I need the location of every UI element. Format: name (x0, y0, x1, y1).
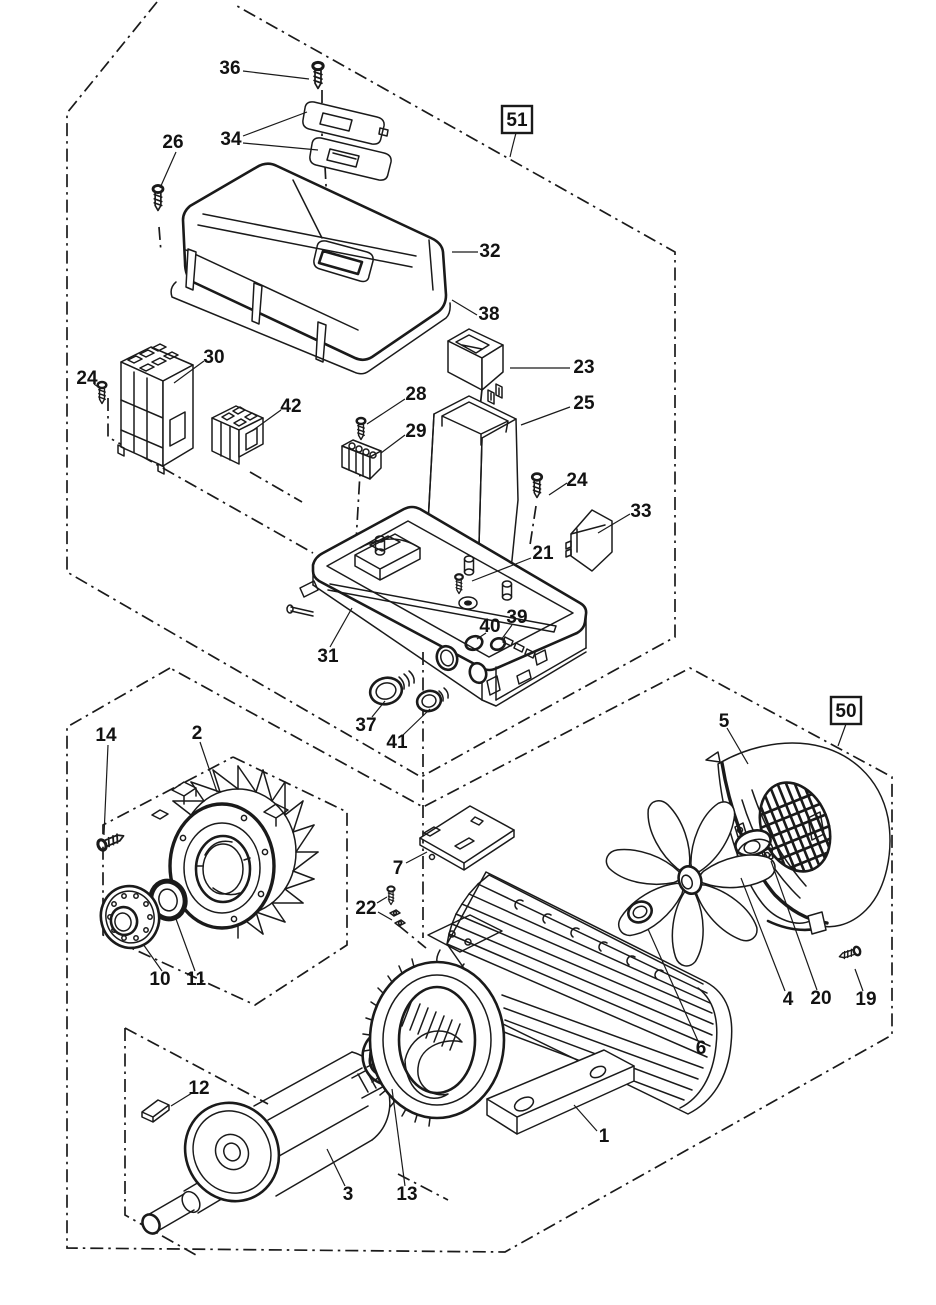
screw-nuts-22 (389, 909, 406, 927)
cable-gland-41 (415, 687, 449, 713)
part-label-26: 26 (162, 132, 183, 153)
part-label-2: 2 (192, 723, 203, 744)
part-label-13: 13 (396, 1184, 417, 1205)
contactor (117, 343, 194, 475)
part-label-11: 11 (186, 969, 207, 990)
side-panel (565, 509, 613, 572)
terminal-block (341, 439, 382, 480)
part-labels: 36 26 34 32 38 30 24 42 28 29 23 25 24 3… (76, 58, 876, 1205)
group-boundary-51 (66, 1, 676, 778)
part-label-38: 38 (478, 304, 499, 325)
part-label-14: 14 (95, 725, 117, 746)
vent-slots (514, 899, 664, 980)
part-label-5: 5 (719, 711, 730, 732)
part-label-36: 36 (219, 58, 240, 79)
motor-body (362, 871, 733, 1135)
part-label-6: 6 (696, 1038, 707, 1059)
part-label-28: 28 (405, 384, 426, 405)
group-boundary-50 (66, 667, 893, 1253)
screw-24-right (530, 472, 544, 499)
screw-14 (94, 829, 128, 854)
bearing-front (99, 884, 161, 950)
hole-39 (489, 637, 507, 651)
part-label-32: 32 (479, 241, 500, 262)
relay (211, 405, 264, 465)
part-label-40: 40 (479, 616, 500, 637)
screw-36 (311, 60, 325, 90)
screw-28 (355, 416, 367, 441)
bearing-flange (151, 765, 319, 939)
part-label-30: 30 (203, 347, 224, 368)
group-box-50: 50 (829, 695, 863, 726)
rotor-group-boundary (124, 1027, 449, 1256)
group-box-50-number: 50 (835, 701, 856, 722)
part-label-34: 34 (220, 129, 242, 150)
part-label-19: 19 (855, 989, 876, 1010)
shaft-key (141, 1099, 170, 1123)
part-label-23: 23 (573, 357, 594, 378)
hole-40 (464, 634, 484, 652)
cable-gland-37 (368, 670, 415, 706)
screw-22 (386, 885, 396, 906)
part-label-7: 7 (393, 858, 404, 879)
part-label-33: 33 (630, 501, 651, 522)
screw-26 (151, 184, 165, 212)
leader-lines (93, 70, 864, 1187)
part-label-29: 29 (405, 421, 426, 442)
standoffs (374, 535, 513, 601)
hub-clamp (734, 822, 774, 866)
part-label-1: 1 (599, 1126, 610, 1147)
part-label-10: 10 (149, 969, 170, 990)
part-label-39: 39 (506, 607, 527, 628)
flange-group-boundary (102, 756, 348, 1006)
retaining-ring (627, 900, 653, 924)
inspection-plates (302, 101, 392, 181)
part-label-25: 25 (573, 393, 595, 414)
part-label-12: 12 (188, 1078, 209, 1099)
part-label-24-right: 24 (566, 470, 588, 491)
part-label-41: 41 (386, 732, 408, 753)
cover-gasket-rim (170, 281, 451, 375)
part-label-31: 31 (317, 646, 339, 667)
part-label-42: 42 (280, 396, 301, 417)
part-label-24-left: 24 (76, 368, 98, 389)
box-base-plate (286, 505, 588, 707)
part-label-22: 22 (355, 898, 376, 919)
part-label-20: 20 (810, 988, 831, 1009)
fan (605, 800, 776, 967)
rocker-switch (447, 328, 504, 405)
screw-24-left (96, 380, 108, 405)
part-label-3: 3 (343, 1184, 354, 1205)
screw-19 (836, 944, 863, 963)
rotor (141, 1051, 396, 1235)
pcb-board (419, 805, 515, 871)
group-box-51-number: 51 (506, 110, 528, 131)
group-box-51: 51 (500, 104, 534, 135)
part-label-21: 21 (532, 543, 554, 564)
terminal-box-cover (170, 162, 451, 375)
part-label-4: 4 (783, 989, 794, 1010)
part-label-37: 37 (355, 715, 376, 736)
